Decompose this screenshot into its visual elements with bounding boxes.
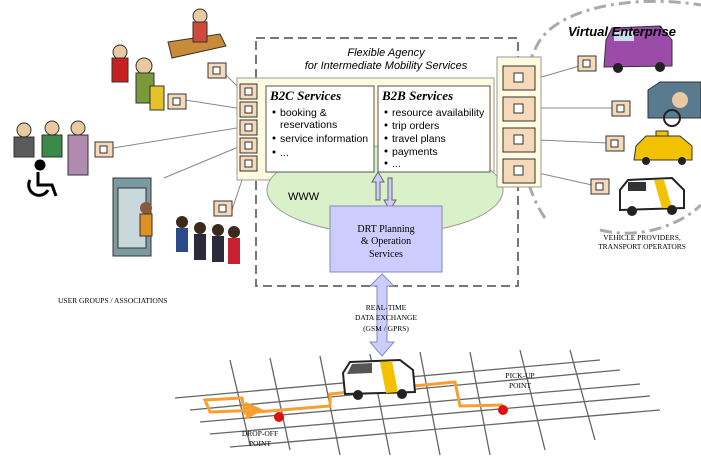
virtual-enterprise-boundary-lower bbox=[599, 203, 701, 235]
road-grid bbox=[174, 349, 661, 456]
dropoff-point bbox=[274, 412, 284, 422]
van-on-road bbox=[341, 358, 417, 400]
b2c-box bbox=[265, 85, 375, 173]
b2c-bullets bbox=[272, 110, 276, 154]
provider-connector-boxes bbox=[502, 65, 536, 184]
agency-title-line2: for Intermediate Mobility Services bbox=[305, 60, 468, 72]
phone-user-at-desk-icon bbox=[167, 8, 227, 59]
b2b-drt-arrow bbox=[371, 171, 397, 211]
b2b-item-3: travel plans bbox=[392, 133, 446, 145]
wheelchair-vehicle-icon bbox=[647, 81, 701, 127]
virtual-enterprise-label: Virtual Enterprise bbox=[568, 24, 676, 39]
pickup-point bbox=[498, 405, 508, 415]
vehicle-providers-line2: TRANSPORT OPERATORS bbox=[598, 242, 686, 251]
phone-booth-icon bbox=[112, 177, 153, 257]
route-path bbox=[202, 380, 504, 420]
purple-van-icon bbox=[603, 25, 673, 73]
taxi-icon bbox=[633, 130, 693, 165]
data-exchange-line3: (GSM / GPRS) bbox=[363, 324, 409, 333]
b2b-bullets bbox=[384, 110, 388, 165]
agency-title-line1: Flexible Agency bbox=[347, 47, 426, 59]
data-exchange-arrow bbox=[368, 273, 396, 357]
drt-box bbox=[329, 205, 443, 273]
white-van-icon bbox=[619, 176, 685, 216]
drt-line3: Services bbox=[369, 249, 403, 260]
b2b-item-2: trip orders bbox=[392, 120, 439, 132]
dropoff-line1: DROP-OFF bbox=[242, 429, 278, 438]
travelers-icon bbox=[111, 44, 165, 111]
www-label: WWW bbox=[288, 191, 320, 203]
user-connector-lines bbox=[112, 72, 249, 211]
data-exchange-line2: DATA EXCHANGE bbox=[355, 313, 418, 322]
b2b-title: B2B Services bbox=[381, 88, 453, 103]
b2c-item-4: ... bbox=[280, 147, 289, 159]
b2c-item-1: booking & bbox=[280, 107, 327, 119]
students-group-icon bbox=[176, 216, 240, 264]
dropoff-line2: POINT bbox=[249, 439, 272, 448]
vehicle-providers-line1: VEHICLE PROVIDERS, bbox=[603, 233, 681, 242]
b2b-item-4: payments bbox=[392, 146, 438, 158]
b2c-item-3: service information bbox=[280, 133, 368, 145]
b2b-box bbox=[377, 85, 491, 173]
vehicle-connector-lines bbox=[537, 64, 612, 186]
data-exchange-line1: REAL-TIME bbox=[366, 303, 407, 312]
b2c-title: B2C Services bbox=[269, 88, 341, 103]
wheelchair-icon bbox=[27, 159, 58, 197]
drt-line1: DRT Planning bbox=[357, 224, 414, 235]
elderly-users-icon bbox=[13, 120, 89, 176]
drt-line2: & Operation bbox=[361, 236, 411, 247]
b2c-item-2: reservations bbox=[280, 119, 337, 131]
user-groups-label: USER GROUPS / ASSOCIATIONS bbox=[58, 296, 167, 305]
pickup-line1: PICK-UP bbox=[505, 371, 534, 380]
b2b-item-5: ... bbox=[392, 158, 401, 170]
pickup-line2: POINT bbox=[509, 381, 532, 390]
b2b-item-1: resource availability bbox=[392, 107, 485, 119]
